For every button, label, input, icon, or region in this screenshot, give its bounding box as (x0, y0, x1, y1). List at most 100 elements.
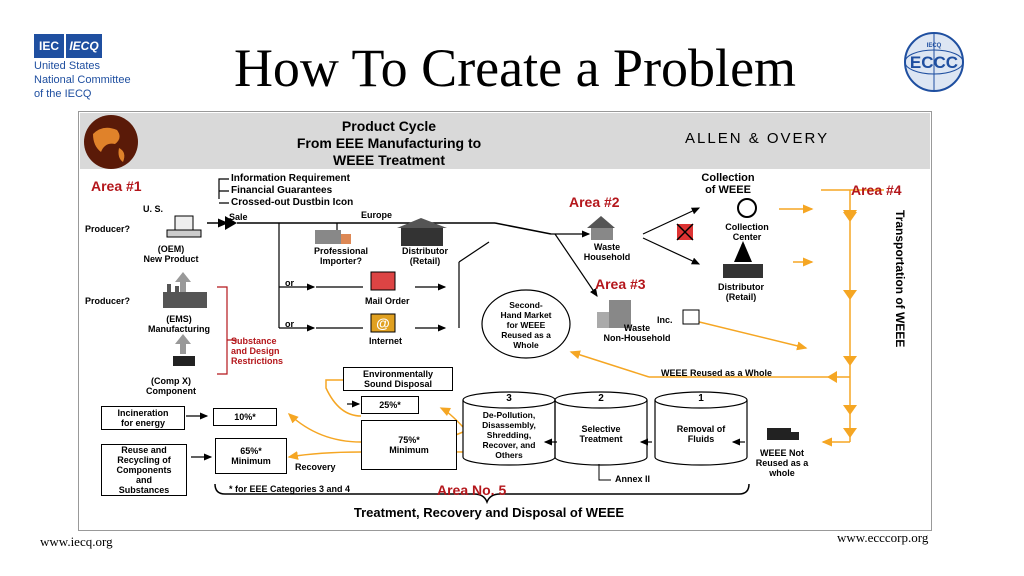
manufacturing-text: Manufacturing (148, 324, 210, 334)
distributor-label: Distributor (Retail) (395, 246, 455, 266)
recovery-label: Recovery (295, 462, 336, 472)
weee-reused-label: WEEE Reused as a Whole (661, 368, 773, 378)
footer-left-url[interactable]: www.iecq.org (40, 534, 113, 549)
not-reused-label: WEEE Not Reused as a whole (745, 448, 819, 478)
requirement-dustbin: Crossed-out Dustbin Icon (231, 197, 354, 208)
oem-text: (OEM) (157, 244, 185, 254)
diagram-title-line-3: WEEE Treatment (332, 152, 446, 168)
eccc-logo-text: ECCC (910, 53, 958, 72)
reuse-line-1: Reuse and (121, 445, 167, 455)
incineration-line-1: Incineration (117, 408, 169, 418)
transport-label: Transportation of WEEE (893, 210, 907, 348)
pct-65-box: 65%*Minimum (215, 438, 287, 474)
component-label: (Comp X) Component (131, 376, 211, 396)
logo-line-3: of the IECQ (34, 88, 92, 100)
distributor-line-2: (Retail) (409, 256, 441, 266)
requirement-financial: Financial Guarantees (231, 185, 333, 196)
pct-10-box: 10%* (213, 408, 277, 426)
europe-label: Europe (361, 210, 393, 220)
collection-center-line-1: Collection (725, 222, 769, 232)
substance-line-3: Restrictions (231, 356, 284, 366)
factory-icon (163, 292, 207, 308)
chip-icon (173, 356, 195, 366)
inc-icon (682, 309, 700, 325)
or-label-1: or (285, 278, 294, 288)
second-hand-line-2: Hand Market (500, 310, 552, 320)
stage-3-line-3: Shredding, (486, 430, 532, 440)
collection-line-2: of WEEE (705, 184, 751, 196)
collection-label: Collection of WEEE (683, 172, 773, 196)
second-hand-market-label: Second- Hand Market for WEEE Reused as a… (483, 300, 569, 350)
stage-3-label: De-Pollution, Disassembly, Shredding, Re… (465, 410, 553, 460)
second-hand-line-3: for WEEE (506, 320, 546, 330)
reuse-line-3: Components (116, 465, 172, 475)
stage-3-number: 3 (506, 393, 512, 404)
distributor-line-1: Distributor (402, 246, 448, 256)
inc-label: Inc. (657, 315, 673, 325)
internet-label: Internet (369, 336, 403, 346)
stage-3-line-4: Recover, and (482, 440, 536, 450)
iecq-logo-mark: IECQ (66, 34, 102, 58)
product-cycle-diagram: @ (78, 111, 932, 531)
truck-icon (767, 428, 791, 440)
us-label: U. S. (143, 204, 164, 214)
diagram-title-line-2: From EEE Manufacturing to (296, 135, 482, 151)
env-disposal-line-1: Environmentally (362, 369, 434, 379)
or-label-2: or (285, 319, 294, 329)
logo-line-2: National Committee (34, 74, 131, 86)
stage-2-line-1: Selective (581, 424, 621, 434)
importer-line-2: Importer? (319, 256, 362, 266)
stage-1-cylinder (654, 391, 748, 466)
internet-icon (370, 313, 396, 333)
stage-2-label: Selective Treatment (557, 424, 645, 444)
eccc-logo-sub: IECQ (927, 43, 942, 49)
annex-label: Annex II (615, 474, 651, 484)
substance-line-2: and Design (231, 346, 280, 356)
mail-order-label: Mail Order (365, 296, 410, 306)
area-4-label: Area #4 (851, 182, 902, 198)
reuse-line-4: and (135, 475, 152, 485)
logo-line-1: United States (34, 60, 101, 72)
ems-label: (EMS) Manufacturing (131, 314, 227, 334)
footer-right-url[interactable]: www.ecccorp.org (837, 530, 929, 545)
second-hand-line-5: Whole (513, 340, 539, 350)
reuse-line-2: Recycling of (117, 455, 171, 465)
stage-3-line-5: Others (495, 450, 523, 460)
area-5-label: Area No. 5 (437, 482, 507, 498)
recycle-icon (737, 198, 757, 218)
reuse-line-5: Substances (118, 485, 170, 495)
area-2-label: Area #2 (569, 194, 620, 210)
component-text: Component (146, 386, 196, 396)
pct-75-box: 75%*Minimum (361, 420, 457, 470)
not-reused-line-2: Reused as a (755, 458, 809, 468)
waste-nonhousehold-label: Waste Non-Household (591, 323, 683, 343)
second-hand-market-circle (481, 289, 571, 359)
distributor-2-label: Distributor (Retail) (711, 282, 771, 302)
waste-household-line-1: Waste (593, 242, 621, 252)
producer-label-1: Producer? (85, 224, 131, 234)
stage-2-line-2: Treatment (579, 434, 623, 444)
pct-75-line-2: Minimum (389, 445, 429, 455)
stage-1-label: Removal of Fluids (657, 424, 745, 444)
pct-65-line-2: Minimum (231, 456, 271, 466)
svg-text:@: @ (376, 315, 390, 331)
oem-label: (OEM) New Product (131, 244, 211, 264)
reuse-recycling-box: Reuse and Recycling of Components and Su… (101, 444, 187, 496)
waste-nonhousehold-line-2: Non-Household (603, 333, 671, 343)
stage-1-line-2: Fluids (687, 434, 715, 444)
not-reused-line-3: whole (769, 468, 795, 478)
house-icon (587, 216, 615, 228)
stage-1-number: 1 (698, 393, 704, 404)
stage-2-cylinder (554, 391, 648, 466)
area-1-label: Area #1 (91, 178, 142, 194)
collection-center-label: Collection Center (715, 222, 779, 242)
pct-25-box: 25%* (361, 396, 419, 414)
new-product-text: New Product (143, 254, 199, 264)
collection-center-line-2: Center (732, 232, 762, 242)
diagram-connectors: @ (80, 113, 930, 505)
footnote-label: * for EEE Categories 3 and 4 (229, 484, 351, 494)
ems-text: (EMS) (166, 314, 192, 324)
